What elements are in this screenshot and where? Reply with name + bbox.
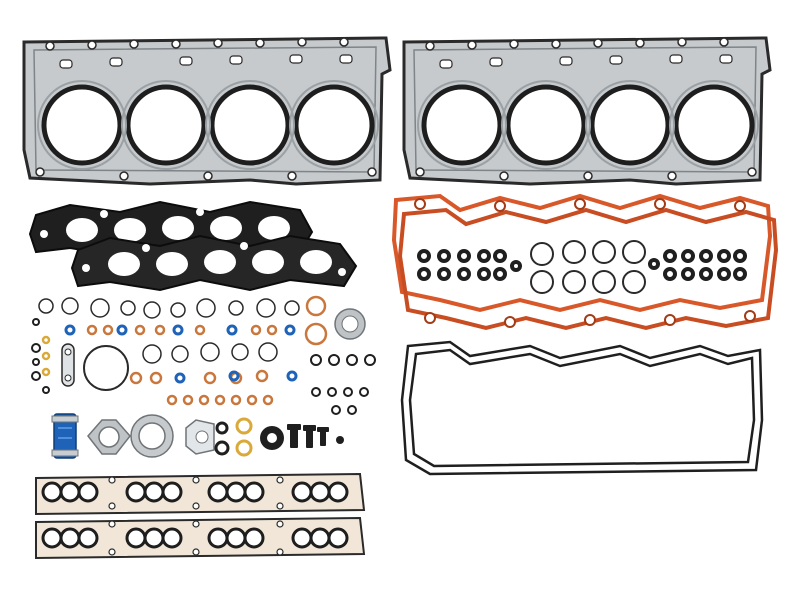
intake-manifold-gasket-lower [35,516,366,560]
head-gasket-right [402,36,772,186]
oring-assortment-blue [64,324,298,384]
blue-coupler-hose [51,413,79,459]
injector-sleeve-orings [530,240,646,294]
head-gasket-left [22,36,392,186]
rubber-grommet [260,426,284,450]
fuel-line-seal [61,343,75,387]
oring-assortment-clear [38,297,300,364]
turbo-gasket-round [130,414,174,458]
oring-assortment-yellow [41,335,51,377]
bolts [287,424,344,448]
egr-washer [334,308,366,340]
valve-cover-bolt-holes [414,198,756,328]
valve-cover-gasket-orange-lower [397,207,779,331]
injector-seals-left-cluster [417,249,522,281]
large-oring [83,345,129,391]
egr-valve-gasket [185,419,215,455]
injector-seals-right-cluster [648,249,747,281]
misc-seals-yellow-blue [214,417,253,457]
valve-cover-gasket-orange-upper [391,193,773,313]
exhaust-manifold-gasket-lower [70,234,358,292]
intake-manifold-gasket-upper [35,472,366,516]
oil-pan-gasket [400,340,764,476]
oring-assortment-black-small [31,318,376,415]
oring-assortment-copper [86,295,328,406]
egr-cooler-gasket-diamond [87,419,131,455]
